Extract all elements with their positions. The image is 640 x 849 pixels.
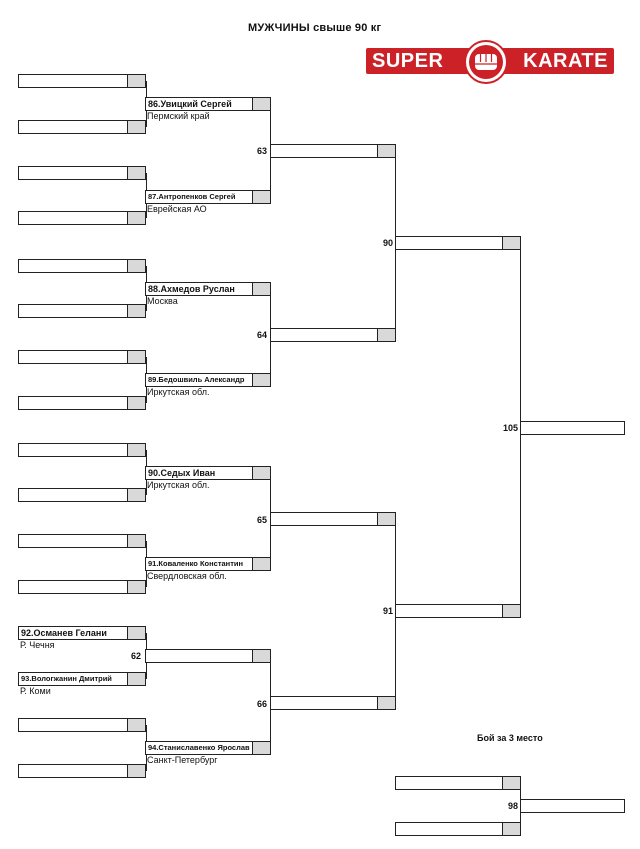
participant-94[interactable]: 94.Станиславенко Ярослав — [145, 741, 271, 755]
super-karate-logo: SUPER KARATE — [366, 40, 614, 84]
bout-number-63: 63 — [256, 146, 267, 156]
score-cell[interactable] — [127, 489, 145, 501]
r1-slot-7[interactable] — [18, 350, 146, 364]
participant-region: Свердловская обл. — [147, 571, 227, 581]
r3-slot-64[interactable] — [270, 328, 396, 342]
participant-name: 93.Вологжанин Дмитрий — [21, 674, 112, 683]
bout-number-91: 91 — [382, 606, 393, 616]
score-cell[interactable] — [377, 145, 395, 157]
bout-number-65: 65 — [256, 515, 267, 525]
score-cell[interactable] — [127, 212, 145, 224]
participant-91[interactable]: 91.Коваленко Константин — [145, 557, 271, 571]
r1-slot-13[interactable] — [18, 718, 146, 732]
score-cell[interactable] — [377, 697, 395, 709]
participant-90[interactable]: 90.Седых Иван — [145, 466, 271, 480]
r1-slot-3[interactable] — [18, 166, 146, 180]
fist-emblem-icon — [464, 40, 508, 84]
r1-slot-2[interactable] — [18, 120, 146, 134]
third-place-winner-slot[interactable] — [520, 799, 625, 813]
third-place-label: Бой за 3 место — [477, 733, 543, 743]
participant-name: 89.Бедошвиль Александр — [148, 375, 245, 384]
score-cell[interactable] — [127, 305, 145, 317]
participant-region: Санкт-Петербург — [147, 755, 218, 765]
participant-name: 88.Ахмедов Руслан — [148, 284, 235, 294]
participant-87[interactable]: 87.Антропенков Сергей — [145, 190, 271, 204]
bout-number-66: 66 — [256, 699, 267, 709]
score-cell[interactable] — [252, 558, 270, 570]
logo-word-karate: KARATE — [523, 50, 608, 72]
score-cell[interactable] — [502, 823, 520, 835]
score-cell[interactable] — [127, 75, 145, 87]
bout-number-64: 64 — [256, 330, 267, 340]
score-cell[interactable] — [502, 605, 520, 617]
r3-slot-65[interactable] — [270, 512, 396, 526]
r1-slot-1[interactable] — [18, 74, 146, 88]
bout-number-62: 62 — [130, 651, 141, 661]
participant-region: Москва — [147, 296, 178, 306]
r3-slot-63[interactable] — [270, 144, 396, 158]
logo-word-super: SUPER — [372, 50, 444, 72]
score-cell[interactable] — [252, 467, 270, 479]
participant-name: 94.Станиславенко Ярослав — [148, 743, 250, 752]
r3-slot-66[interactable] — [270, 696, 396, 710]
score-cell[interactable] — [252, 191, 270, 203]
participant-region: Иркутская обл. — [147, 387, 210, 397]
score-cell[interactable] — [127, 351, 145, 363]
r1-slot-8[interactable] — [18, 396, 146, 410]
semifinal-slot-90[interactable] — [395, 236, 521, 250]
score-cell[interactable] — [127, 673, 145, 685]
participant-region: Р. Чечня — [20, 640, 55, 650]
score-cell[interactable] — [377, 513, 395, 525]
score-cell[interactable] — [502, 777, 520, 789]
score-cell[interactable] — [127, 167, 145, 179]
participant-name: 86.Увицкий Сергей — [148, 99, 232, 109]
participant-region: Еврейская АО — [147, 204, 207, 214]
r1-slot-6[interactable] — [18, 304, 146, 318]
r2-slot-62-winner[interactable] — [145, 649, 271, 663]
score-cell[interactable] — [127, 121, 145, 133]
score-cell[interactable] — [127, 444, 145, 456]
score-cell[interactable] — [127, 581, 145, 593]
participant-93[interactable]: 93.Вологжанин Дмитрий — [18, 672, 146, 686]
participant-name: 91.Коваленко Константин — [148, 559, 244, 568]
score-cell[interactable] — [127, 765, 145, 777]
participant-88[interactable]: 88.Ахмедов Руслан — [145, 282, 271, 296]
participant-89[interactable]: 89.Бедошвиль Александр — [145, 373, 271, 387]
r1-slot-5[interactable] — [18, 259, 146, 273]
semifinal-slot-91[interactable] — [395, 604, 521, 618]
final-winner-slot[interactable] — [520, 421, 625, 435]
participant-region: Иркутская обл. — [147, 480, 210, 490]
score-cell[interactable] — [377, 329, 395, 341]
participant-name: 92.Османев Гелани — [21, 628, 107, 638]
score-cell[interactable] — [252, 283, 270, 295]
page-title: МУЖЧИНЫ свыше 90 кг — [248, 22, 382, 34]
score-cell[interactable] — [252, 374, 270, 386]
score-cell[interactable] — [252, 742, 270, 754]
r1-slot-9[interactable] — [18, 443, 146, 457]
score-cell[interactable] — [252, 98, 270, 110]
r1-slot-4[interactable] — [18, 211, 146, 225]
score-cell[interactable] — [252, 650, 270, 662]
participant-name: 87.Антропенков Сергей — [148, 192, 236, 201]
score-cell[interactable] — [502, 237, 520, 249]
participant-region: Р. Коми — [20, 686, 51, 696]
score-cell[interactable] — [127, 397, 145, 409]
participant-92[interactable]: 92.Османев Гелани — [18, 626, 146, 640]
participant-name: 90.Седых Иван — [148, 468, 216, 478]
score-cell[interactable] — [127, 627, 145, 639]
score-cell[interactable] — [127, 719, 145, 731]
third-place-slot-2[interactable] — [395, 822, 521, 836]
score-cell[interactable] — [127, 260, 145, 272]
third-place-slot-1[interactable] — [395, 776, 521, 790]
bout-number-90: 90 — [382, 238, 393, 248]
score-cell[interactable] — [127, 535, 145, 547]
r1-slot-10[interactable] — [18, 488, 146, 502]
bout-number-105: 105 — [502, 423, 518, 433]
participant-86[interactable]: 86.Увицкий Сергей — [145, 97, 271, 111]
participant-region: Пермский край — [147, 111, 210, 121]
r1-slot-12[interactable] — [18, 580, 146, 594]
r1-slot-14[interactable] — [18, 764, 146, 778]
bout-number-98: 98 — [507, 801, 518, 811]
r1-slot-11[interactable] — [18, 534, 146, 548]
